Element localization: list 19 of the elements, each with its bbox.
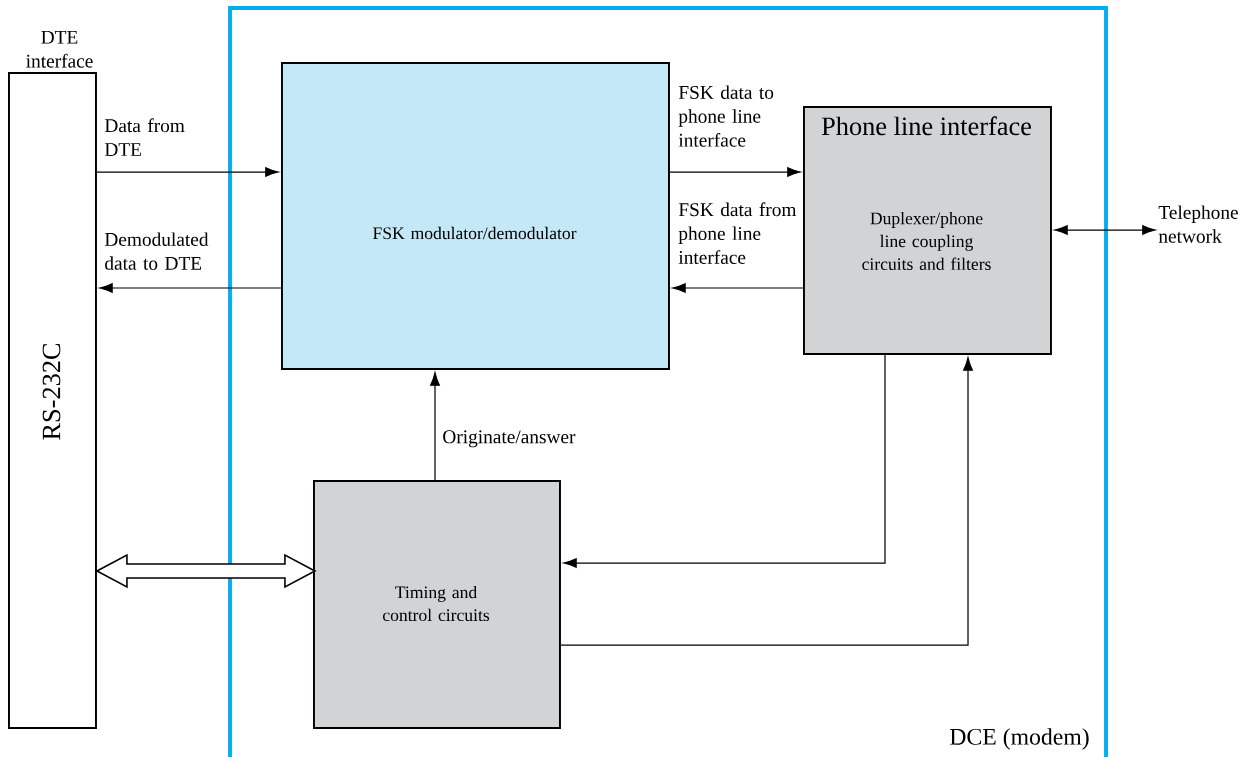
edge-label: FSK data from phone line interface — [678, 202, 797, 264]
process-box: Phone line interface Duplexer/phone line coupling circuits and filters — [803, 106, 1052, 355]
arrow — [563, 354, 886, 568]
interface-bar: DTE interface RS-232C — [8, 30, 97, 729]
arrow — [430, 372, 440, 481]
arrow — [1054, 225, 1156, 235]
text-label: Telephone network — [1158, 205, 1238, 243]
arrow — [96, 167, 279, 177]
arrow — [669, 167, 801, 177]
edge-label: FSK data to phone line interface — [678, 85, 774, 147]
edge-label: Originate/answer — [443, 430, 576, 448]
edge-label: Demodulated data to DTE — [104, 232, 209, 270]
arrow — [560, 357, 973, 646]
arrow — [672, 283, 804, 293]
edge-label: Data from DTE — [104, 118, 185, 156]
process-box: FSK modulator/demodulator — [281, 62, 670, 370]
process-box: Timing and control circuits — [313, 480, 561, 729]
arrow — [99, 283, 282, 293]
node-label: DTE interface — [26, 30, 93, 68]
